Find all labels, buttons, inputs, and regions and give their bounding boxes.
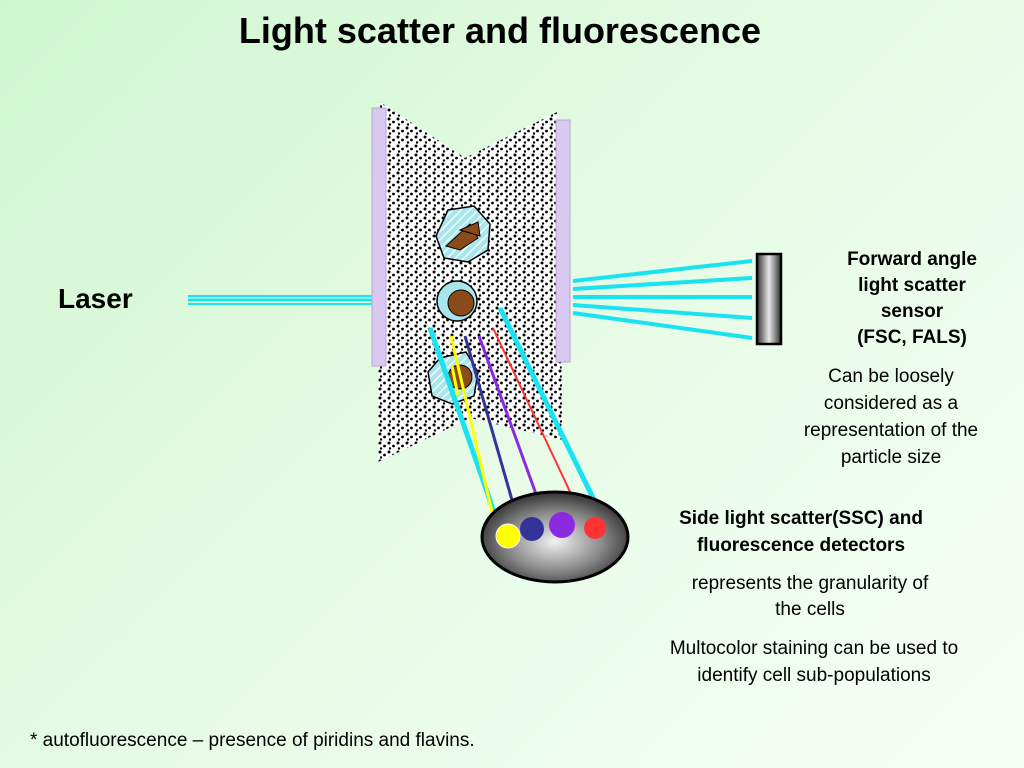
fsc-title-line: sensor xyxy=(880,301,944,322)
cell-granular xyxy=(435,205,491,263)
fsc-description-line: representation of the xyxy=(803,420,979,441)
laser-label: Laser xyxy=(58,283,133,314)
detector-blue xyxy=(520,517,544,541)
fsc-description: Can be loosely considered as a represent… xyxy=(780,363,1002,471)
flow-cell-left-wall xyxy=(371,107,387,367)
cell-round xyxy=(436,280,478,322)
ssc-title-line: Side light scatter(SSC) and xyxy=(679,508,923,529)
page-title: Light scatter and fluorescence xyxy=(238,10,762,51)
multicolor-note: Multocolor staining can be used to ident… xyxy=(628,635,1000,689)
fsc-title-line: (FSC, FALS) xyxy=(857,327,967,348)
fluorescence-rays xyxy=(449,327,573,513)
detector-yellow xyxy=(495,523,521,549)
fsc-title: Forward angle light scatter sensor (FSC,… xyxy=(806,247,1018,351)
ssc-title-line: fluorescence detectors xyxy=(696,535,906,556)
forward-scatter-beams xyxy=(572,259,753,340)
flow-cell-stream xyxy=(378,102,563,462)
detector-violet xyxy=(549,512,575,538)
fsc-description-line: considered as a xyxy=(823,393,959,414)
footnote: * autofluorescence – presence of piridin… xyxy=(30,730,475,751)
fsc-title-line: light scatter xyxy=(858,275,966,296)
laser-beam xyxy=(188,295,382,305)
fluorescence-detector xyxy=(480,490,630,584)
ssc-title: Side light scatter(SSC) and fluorescence… xyxy=(640,505,962,559)
fsc-description-line: Can be loosely xyxy=(828,366,954,387)
multicolor-line: Multocolor staining can be used to xyxy=(669,638,959,659)
ssc-description-line: the cells xyxy=(775,599,845,620)
detector-red xyxy=(584,517,606,539)
ssc-description: represents the granularity of the cells xyxy=(660,571,960,623)
fsc-sensor xyxy=(755,252,783,346)
fsc-title-line: Forward angle xyxy=(847,249,977,270)
multicolor-line: identify cell sub-populations xyxy=(697,665,931,686)
flow-cell-right-wall xyxy=(555,119,571,363)
fsc-description-line: particle size xyxy=(840,447,942,468)
ssc-description-line: represents the granularity of xyxy=(691,573,929,594)
